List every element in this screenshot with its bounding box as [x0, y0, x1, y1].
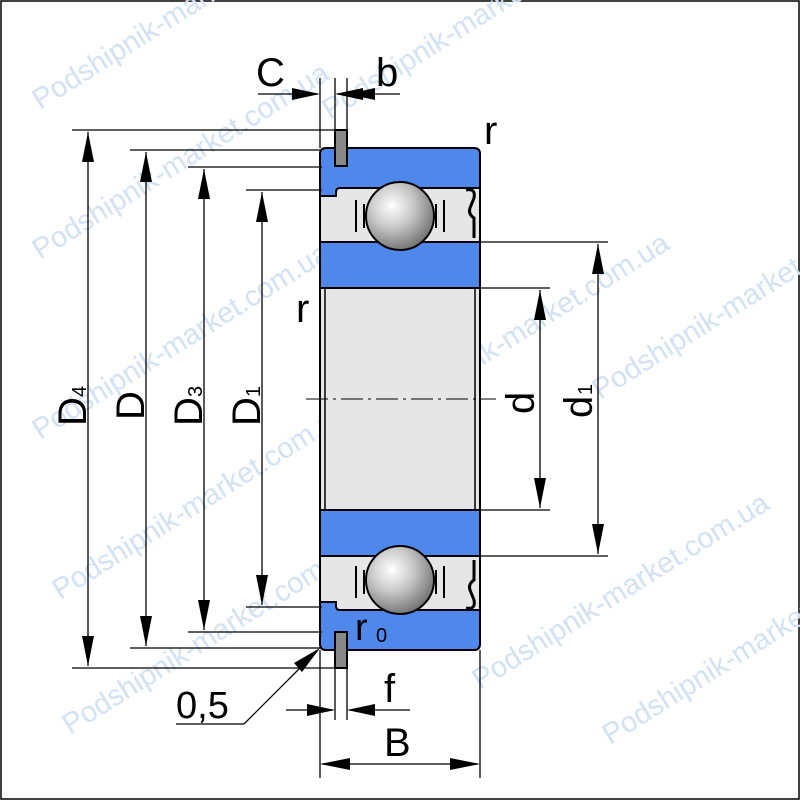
dimension-lines — [72, 78, 608, 778]
label-D3-sub: 3 — [185, 386, 207, 397]
outer-ring-bottom — [319, 601, 481, 651]
label-r0-sub: 0 — [376, 625, 387, 647]
snap-ring-bottom — [334, 631, 348, 669]
snap-ring-top — [334, 129, 348, 167]
cage-top-left — [355, 200, 365, 232]
seal-top — [465, 188, 476, 238]
label-r-top: r — [484, 109, 497, 153]
cage-bottom-right — [435, 566, 445, 598]
label-D1-sub: 1 — [243, 386, 265, 397]
label-chamfer: 0,5 — [176, 685, 229, 727]
label-b: b — [376, 51, 398, 95]
label-d1: d — [557, 396, 601, 418]
cage-bottom-left — [355, 566, 365, 598]
cage-top-right — [435, 200, 445, 232]
label-D1: D — [225, 397, 269, 426]
label-r0: r — [355, 607, 368, 649]
label-d: d — [499, 392, 543, 414]
ball-bottom — [365, 545, 435, 615]
outer-ring-top — [319, 147, 481, 197]
label-D4: D — [51, 397, 95, 426]
label-r-side: r — [296, 287, 309, 331]
label-D3: D — [167, 397, 211, 426]
bearing-section — [306, 129, 496, 669]
label-D: D — [109, 391, 153, 420]
label-D4-sub: 4 — [69, 386, 91, 397]
label-f: f — [384, 667, 396, 711]
label-C: C — [256, 51, 285, 95]
label-d1-sub: 1 — [575, 384, 597, 395]
label-B: B — [384, 721, 411, 765]
seal-bottom — [465, 560, 476, 610]
labels: C b r r r 0 D 4 D D 3 D 1 d d 1 f 0,5 — [51, 51, 601, 765]
ball-top — [365, 181, 435, 251]
